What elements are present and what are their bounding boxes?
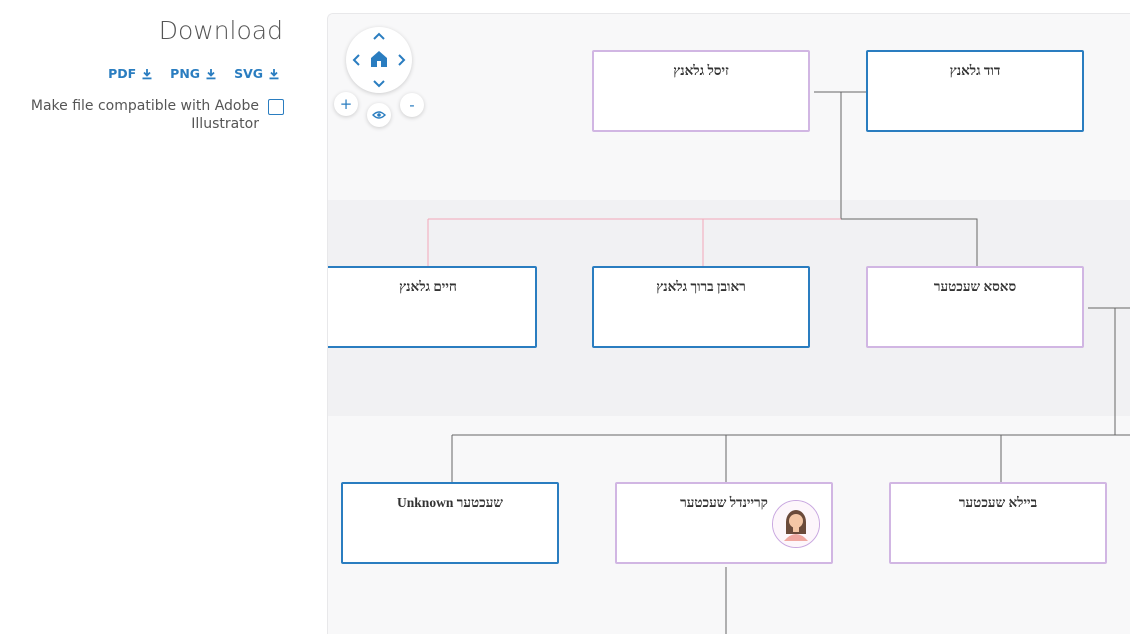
download-icon [142,68,152,79]
person-name: קריינדל שעכטער [680,495,768,510]
illustrator-compat-checkbox[interactable] [268,99,284,115]
person-card[interactable]: ביילא שעכטער [889,482,1107,564]
female-avatar-icon [772,500,820,548]
person-name: חיים גלאנץ [399,279,457,294]
person-name: Unknown שעכטער [397,495,503,510]
person-card[interactable]: ראובן ברוך גלאנץ [592,266,810,348]
person-name: סאסא שעכטער [933,279,1017,294]
person-card[interactable]: Unknown שעכטער [341,482,559,564]
person-card[interactable]: חיים גלאנץ [328,266,537,348]
download-icon [206,68,216,79]
illustrator-compat-label: Make file compatible with Adobe Illustra… [30,98,259,132]
person-card[interactable]: קריינדל שעכטער [615,482,833,564]
pdf-label: PDF [108,66,137,81]
family-tree-canvas[interactable]: זיסל גלאנץ דוד גלאנץ חיים גלאנץ ראובן בר… [327,13,1130,634]
navigation-control: + - [334,27,436,127]
download-svg-link[interactable]: SVG [234,66,280,81]
download-panel: Download PDF PNG SVG Make file compatibl… [0,0,300,633]
person-card[interactable]: דוד גלאנץ [866,50,1084,132]
tree-connectors [427,91,1130,634]
couple-link [841,218,978,267]
download-png-link[interactable]: PNG [170,66,217,81]
pan-down-icon[interactable] [373,80,385,88]
download-pdf-link[interactable]: PDF [108,66,153,81]
pan-up-icon[interactable] [373,32,385,40]
pan-left-icon[interactable] [352,54,360,66]
person-card[interactable]: זיסל גלאנץ [592,50,810,132]
person-name: זיסל גלאנץ [673,63,729,78]
eye-icon [372,111,386,119]
person-name: ביילא שעכטער [958,495,1038,510]
svg-label: SVG [234,66,263,81]
person-name: ראובן ברוך גלאנץ [656,279,746,294]
zoom-out-button[interactable]: - [400,93,424,117]
person-card[interactable]: סאסא שעכטער [866,266,1084,348]
illustrator-compat-row: Make file compatible with Adobe Illustra… [29,97,284,133]
pan-right-icon[interactable] [398,54,406,66]
pan-pad [346,27,412,93]
visibility-button[interactable] [367,103,391,127]
home-icon[interactable] [369,49,389,69]
format-links: PDF PNG SVG [108,66,280,81]
png-label: PNG [170,66,201,81]
download-title: Download [158,16,283,45]
person-name: דוד גלאנץ [949,63,1001,78]
zoom-in-button[interactable]: + [334,92,358,116]
download-icon [269,68,279,79]
